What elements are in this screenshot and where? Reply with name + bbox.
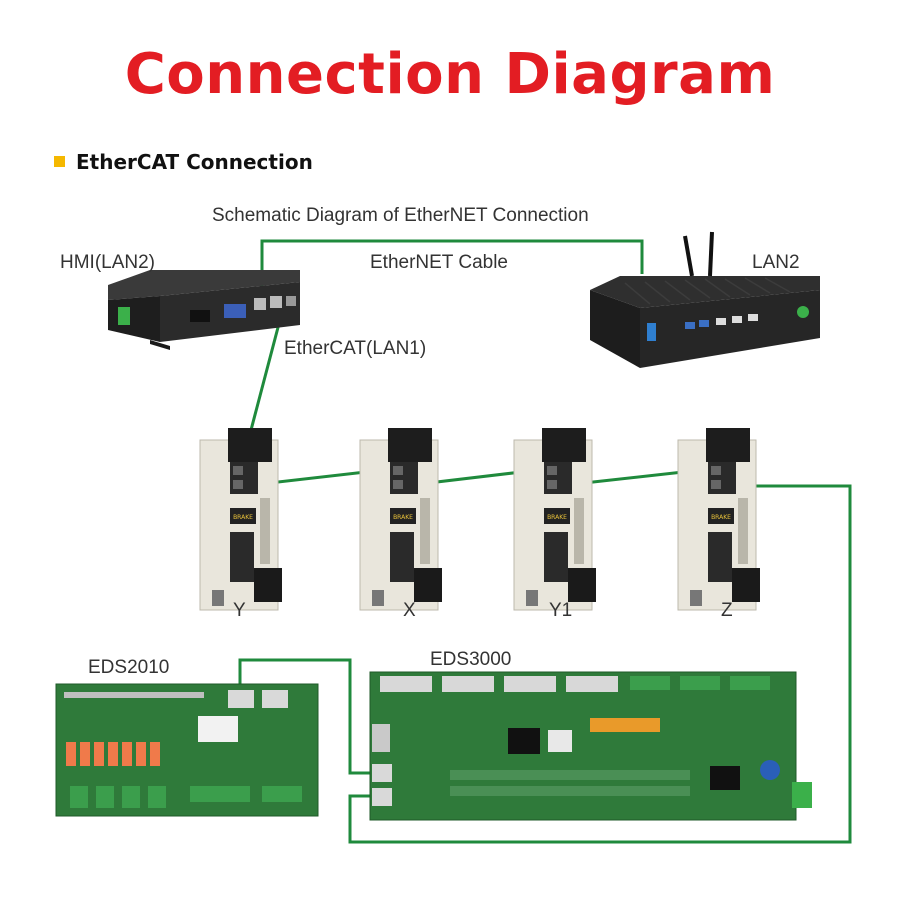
eds3000-label: EDS3000 bbox=[430, 649, 512, 670]
eds2010-label: EDS2010 bbox=[88, 657, 170, 678]
svg-text:BRAKE: BRAKE bbox=[233, 514, 253, 521]
hmi-label: HMI(LAN2) bbox=[60, 252, 156, 273]
servo-drive-icon: BRAKE bbox=[677, 428, 760, 611]
servo-drive-y: BRAKE bbox=[199, 428, 282, 611]
drive-y1-label: Y1 bbox=[549, 600, 573, 621]
servo-drive-y1: BRAKE bbox=[513, 428, 596, 611]
section-bullet-icon bbox=[54, 156, 65, 167]
svg-text:BRAKE: BRAKE bbox=[711, 514, 731, 521]
io-board-icon bbox=[55, 683, 319, 817]
servo-drive-icon: BRAKE bbox=[359, 428, 442, 611]
servo-drive-icon: BRAKE bbox=[513, 428, 596, 611]
svg-text:BRAKE: BRAKE bbox=[393, 514, 413, 521]
ethercat-cable-eds3000-to-eds2010 bbox=[238, 658, 372, 775]
servo-drive-icon: BRAKE bbox=[199, 428, 282, 611]
svg-text:BRAKE: BRAKE bbox=[547, 514, 567, 521]
schematic-title: Schematic Diagram of EtherNET Connection bbox=[212, 205, 589, 226]
controller-board-icon bbox=[369, 671, 812, 821]
ethercat-lan1-label: EtherCAT(LAN1) bbox=[284, 338, 427, 359]
ethercat-cable-z-to-eds3000 bbox=[348, 484, 852, 844]
servo-drive-z: BRAKE bbox=[677, 428, 760, 611]
lan2-label: LAN2 bbox=[752, 252, 800, 273]
fanless-pc-icon bbox=[590, 231, 820, 368]
hmi-box-pc-icon bbox=[108, 270, 300, 350]
servo-drive-x: BRAKE bbox=[359, 428, 442, 611]
drive-x-label: X bbox=[403, 600, 416, 621]
page-title: Connection Diagram bbox=[124, 42, 776, 107]
section-heading: EtherCAT Connection bbox=[76, 150, 313, 174]
drive-y-label: Y bbox=[233, 600, 246, 621]
drive-z-label: Z bbox=[721, 600, 733, 621]
ethernet-cable-label: EtherNET Cable bbox=[370, 252, 508, 273]
